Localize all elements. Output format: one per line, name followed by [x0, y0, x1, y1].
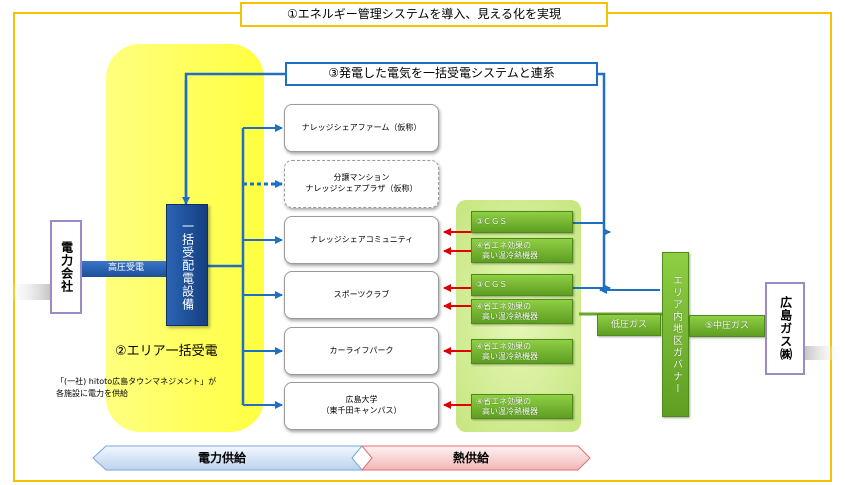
facility-label: スポーツクラブ [333, 289, 390, 299]
eco-equipment-box-4: ④省エネ効果の 高い温冷熱機器 [471, 394, 573, 419]
area-bulk-label: ②エリア一括受電 [115, 344, 218, 359]
eco-text: ④省エネ効果の [476, 241, 532, 250]
facility-label: ナレッジシェアプラザ（仮称） [305, 184, 418, 193]
electric-company-box: 電力会社 [50, 220, 82, 314]
high-voltage-text: 高圧受電 [107, 263, 144, 274]
eco-equipment-box-3: ④省エネ効果の 高い温冷熱機器 [471, 339, 573, 364]
low-pressure-text: 低圧ガス [610, 319, 647, 330]
cgs-text: ③ＣＧＳ [476, 217, 508, 227]
electric-company-shadow [5, 284, 50, 300]
cgs-box-2: ③ＣＧＳ [471, 274, 573, 296]
facility-label: 広島大学 [345, 395, 378, 405]
high-voltage-box: 高圧受電 [82, 261, 170, 277]
governor-text: エリア内地区ガバナー [670, 274, 682, 395]
facility-knowledge-farm: ナレッジシェアファーム（仮称） [284, 104, 439, 152]
bulk-equipment-text: 一括受配電設備 [180, 219, 195, 311]
power-supply-tab [92, 445, 364, 471]
power-distribution-lines [208, 124, 283, 409]
heat-arrows [443, 228, 471, 409]
gas-company-shadow [805, 346, 845, 360]
connect-label-text: ③発電した電気を一括受電システムと連系 [328, 66, 555, 81]
facility-knowledge-community: ナレッジシェアコミュニティ [284, 216, 439, 264]
facility-label: ナレッジシェアファーム（仮称） [301, 122, 422, 132]
mid-pressure-text: ⑤中圧ガス [704, 320, 750, 331]
heat-supply-tab [360, 445, 591, 471]
connect-label-box: ③発電した電気を一括受電システムと連系 [285, 62, 598, 86]
mid-pressure-gas-box: ⑤中圧ガス [689, 315, 765, 337]
area-governor-box: エリア内地区ガバナー [662, 252, 689, 417]
title-text: ①エネルギー管理システムを導入、見える化を実現 [286, 6, 562, 21]
cgs-box-1: ③ＣＧＳ [471, 211, 573, 233]
eco-text: ④省エネ効果の [476, 397, 532, 406]
facility-label: ナレッジシェアコミュニティ [309, 234, 414, 244]
facility-label: 分譲マンション [333, 173, 390, 183]
gas-company-box: 広島ガス㈱ [765, 282, 805, 375]
facility-label: カーライフパーク [329, 345, 394, 355]
eco-text: 高い温冷熱機器 [482, 351, 538, 361]
heat-supply-label: 熱供給 [453, 451, 490, 465]
eco-text: 高い温冷熱機器 [482, 406, 538, 416]
title-box: ①エネルギー管理システムを導入、見える化を実現 [240, 2, 608, 27]
eco-equipment-box-2: ④省エネ効果の 高い温冷熱機器 [471, 299, 573, 324]
electric-company-text: 電力会社 [59, 241, 74, 293]
low-pressure-gas-box: 低圧ガス [597, 314, 661, 336]
eco-text: 高い温冷熱機器 [482, 250, 538, 260]
bulk-equipment-box: 一括受配電設備 [166, 204, 208, 326]
note-line-2: 各施設に電力を供給 [56, 389, 128, 398]
facility-label: （東千田キャンパス） [321, 406, 402, 415]
cgs-text: ③ＣＧＳ [476, 280, 508, 290]
note-line-1: 「(一社) hitoto広島タウンマネジメント」が [56, 377, 217, 386]
eco-text: 高い温冷熱機器 [482, 311, 538, 321]
facility-car-life-park: カーライフパーク [284, 327, 439, 375]
facility-hiroshima-university: 広島大学 （東千田キャンパス） [284, 382, 439, 430]
eco-equipment-box-1: ④省エネ効果の 高い温冷熱機器 [471, 238, 573, 263]
facility-sports-club: スポーツクラブ [284, 271, 439, 319]
power-supply-label: 電力供給 [198, 451, 247, 465]
eco-text: ④省エネ効果の [476, 302, 532, 311]
eco-text: ④省エネ効果の [476, 342, 532, 351]
gas-company-text: 広島ガス㈱ [778, 296, 793, 361]
facility-knowledge-plaza: 分譲マンション ナレッジシェアプラザ（仮称） [284, 160, 439, 208]
